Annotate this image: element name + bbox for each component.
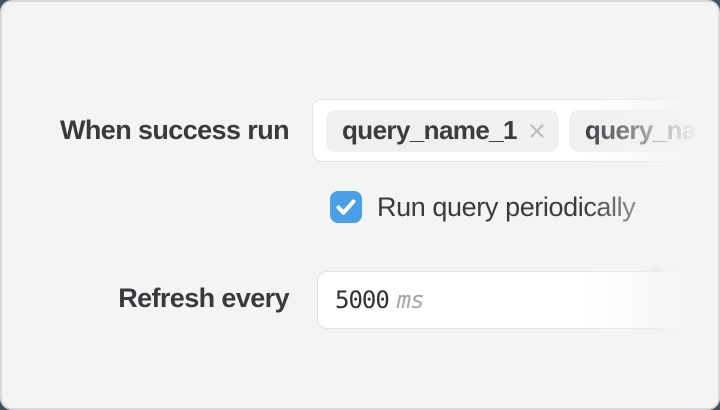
remove-tag-icon[interactable] — [526, 120, 548, 142]
refresh-interval-input[interactable]: 5000 ms — [317, 271, 718, 329]
query-tag-label: query_name_1 — [342, 115, 518, 145]
when-success-run-label: When success run — [60, 115, 290, 145]
query-tag: query_nam — [568, 109, 719, 152]
ms-unit-label: ms — [396, 286, 425, 314]
query-tag: query_name_1 — [326, 109, 559, 152]
query-tag-label: query_nam — [584, 115, 719, 145]
periodic-row: Run query periodically — [330, 191, 636, 223]
refresh-interval-value: 5000 — [335, 286, 390, 314]
checkmark-icon — [336, 199, 356, 215]
run-periodically-checkbox[interactable] — [330, 191, 362, 223]
refresh-every-label: Refresh every — [118, 283, 289, 313]
success-queries-multiselect[interactable]: query_name_1 query_nam — [312, 99, 719, 162]
run-periodically-label: Run query periodically — [377, 191, 636, 222]
